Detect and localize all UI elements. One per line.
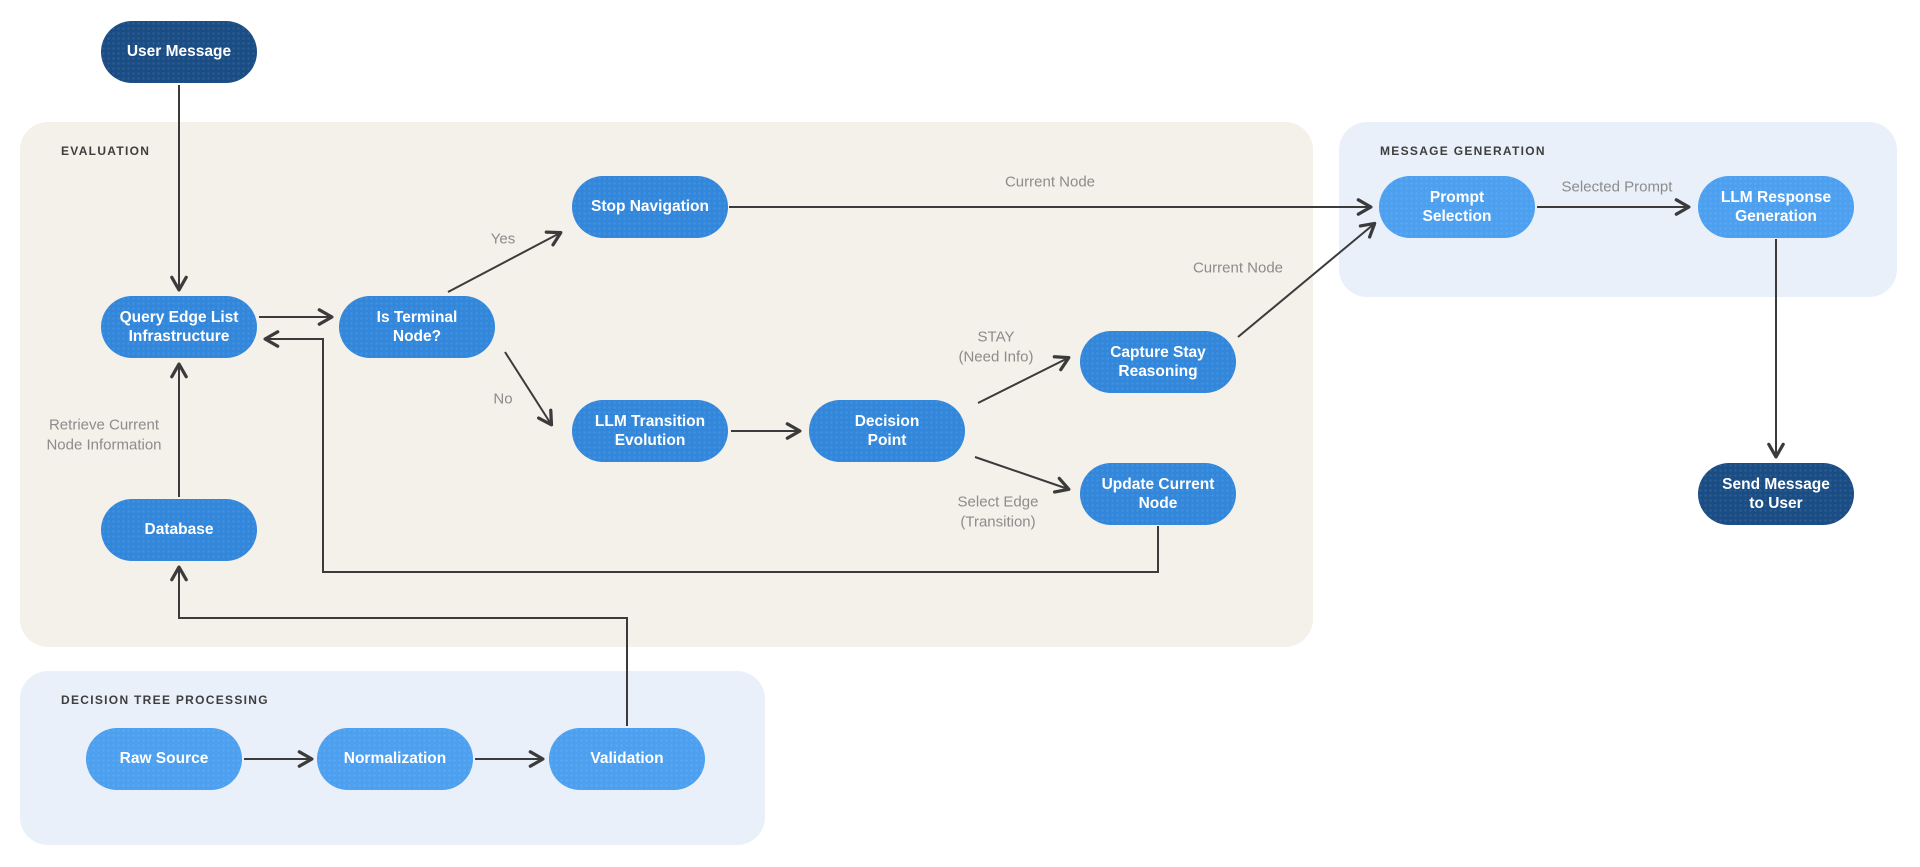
label-yes: Yes — [490, 230, 516, 248]
section-title-decision-tree-processing: DECISION TREE PROCESSING — [61, 693, 269, 707]
label-current-node-top: Current Node — [1004, 173, 1096, 191]
node-raw-source: Raw Source — [86, 728, 242, 790]
label-selected-prompt: Selected Prompt — [1561, 178, 1673, 196]
label-select-edge-transition: Select Edge (Transition) — [957, 493, 1039, 531]
label-no: No — [493, 390, 513, 408]
node-query-edge-list-infrastructure: Query Edge List Infrastructure — [101, 296, 257, 358]
section-title-message-generation: MESSAGE GENERATION — [1380, 144, 1546, 158]
node-stop-navigation: Stop Navigation — [572, 176, 728, 238]
node-database: Database — [101, 499, 257, 561]
node-is-terminal-node: Is Terminal Node? — [339, 296, 495, 358]
node-llm-transition-evolution: LLM Transition Evolution — [572, 400, 728, 462]
node-llm-response-generation: LLM Response Generation — [1698, 176, 1854, 238]
node-decision-point: Decision Point — [809, 400, 965, 462]
label-current-node-right: Current Node — [1192, 259, 1284, 277]
section-title-evaluation: EVALUATION — [61, 144, 151, 158]
node-capture-stay-reasoning: Capture Stay Reasoning — [1080, 331, 1236, 393]
label-stay-need-info: STAY (Need Info) — [958, 328, 1034, 366]
node-prompt-selection: Prompt Selection — [1379, 176, 1535, 238]
node-send-message-to-user: Send Message to User — [1698, 463, 1854, 525]
label-retrieve-current-node-information: Retrieve Current Node Information — [46, 416, 162, 454]
node-user-message: User Message — [101, 21, 257, 83]
node-normalization: Normalization — [317, 728, 473, 790]
node-validation: Validation — [549, 728, 705, 790]
node-update-current-node: Update Current Node — [1080, 463, 1236, 525]
